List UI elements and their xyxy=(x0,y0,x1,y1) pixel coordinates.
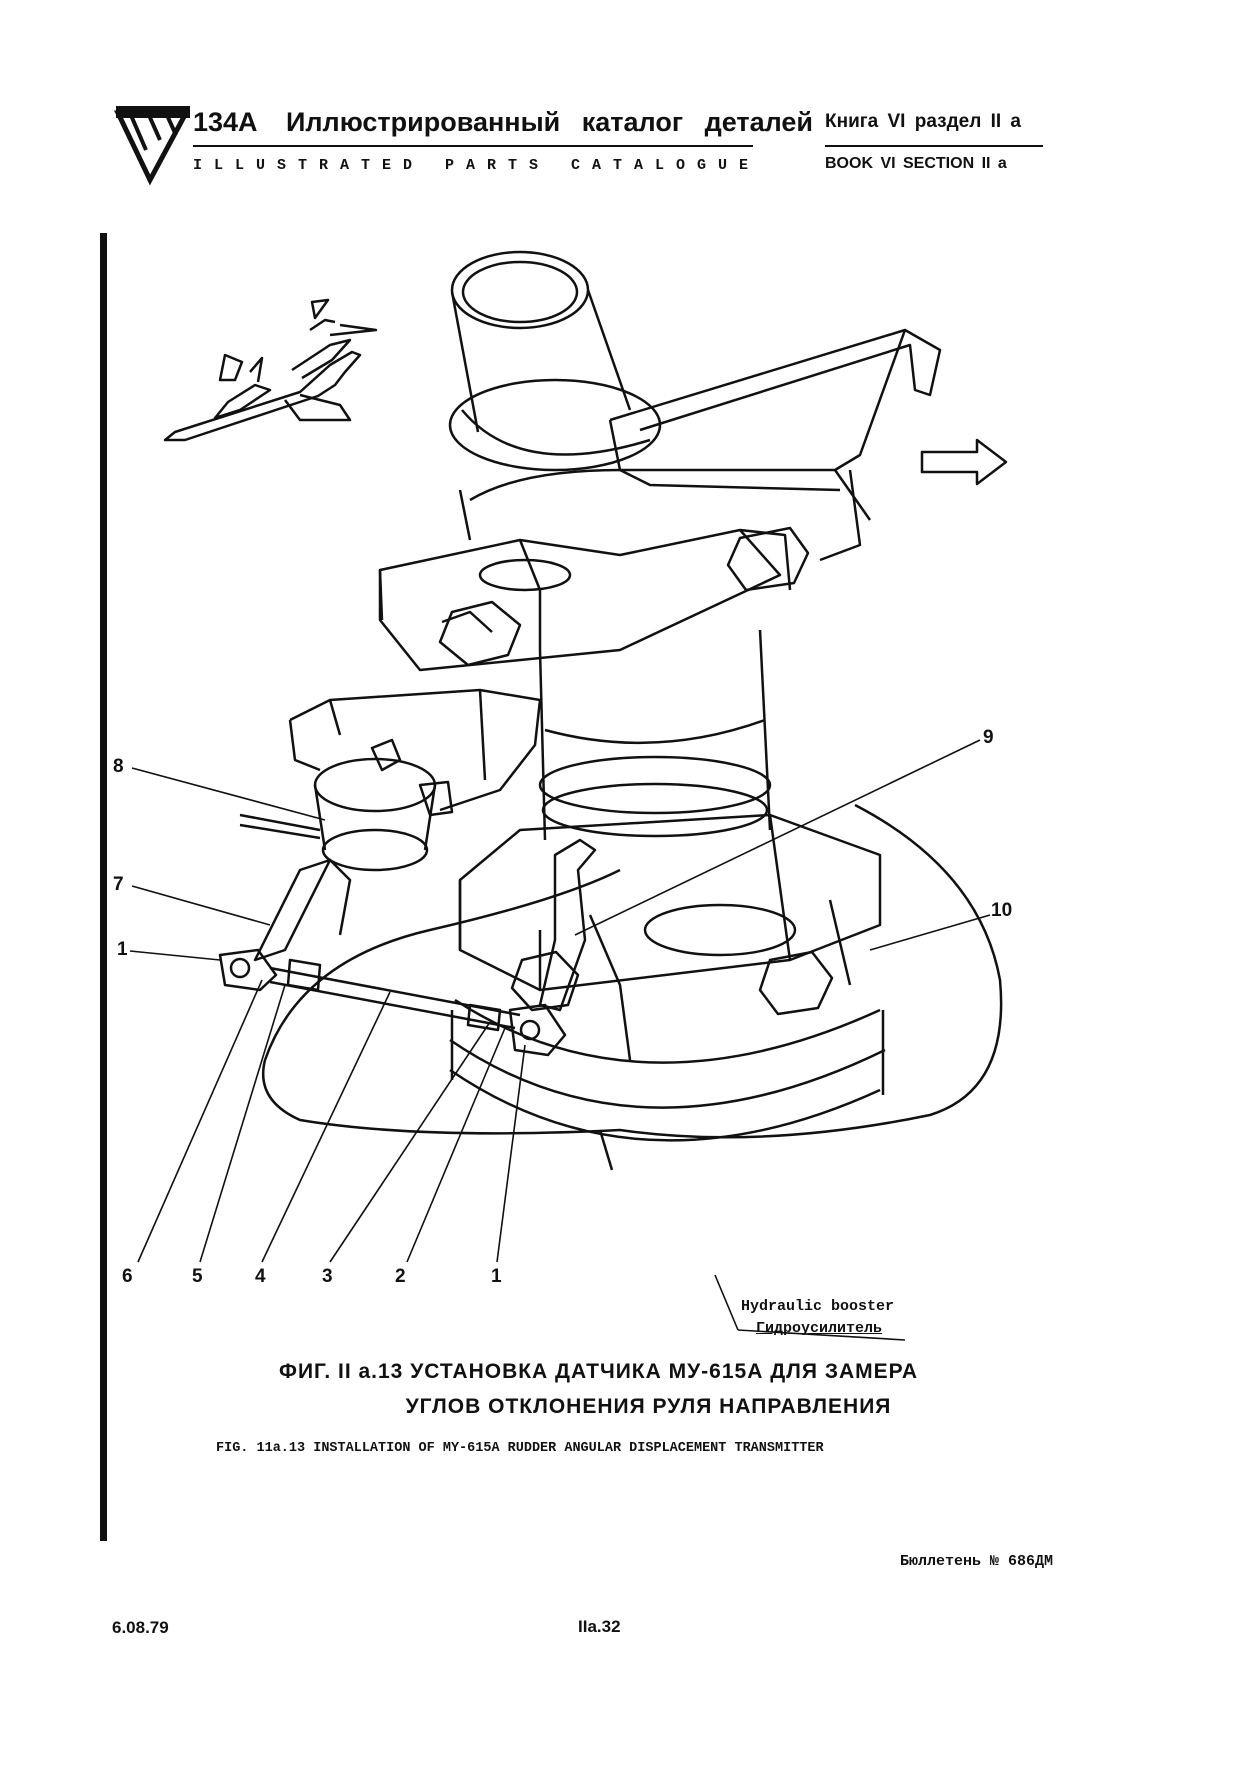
caption-ru-line1: ФИГ. II а.13 УСТАНОВКА ДАТЧИКА МУ-615А Д… xyxy=(279,1360,918,1383)
page-number: IIа.32 xyxy=(578,1617,621,1636)
callout-10: 10 xyxy=(991,900,1013,921)
header-rule-right xyxy=(825,145,1043,147)
caption-en: FIG. 11a.13 INSTALLATION OF MY-615A RUDD… xyxy=(216,1441,824,1456)
forward-arrow-icon xyxy=(920,438,1008,486)
bulletin-number: Бюллетень № 686ДМ xyxy=(900,1553,1054,1570)
callout-8: 8 xyxy=(113,756,124,777)
callout-4: 4 xyxy=(255,1266,266,1287)
book-section-en: BOOK VI SECTION II a xyxy=(825,155,1007,172)
callout-2: 2 xyxy=(395,1266,406,1287)
revision-date: 6.08.79 xyxy=(112,1618,169,1637)
margin-bar xyxy=(100,233,107,1541)
header-rule xyxy=(193,145,753,147)
callout-1-left: 1 xyxy=(117,939,128,960)
callout-9: 9 xyxy=(983,727,994,748)
catalog-title-en: ILLUSTRATED PARTS CATALOGUE xyxy=(193,157,761,174)
book-section-ru: Книга VI раздел II а xyxy=(825,111,1021,132)
aircraft-model: 134A xyxy=(193,107,258,137)
booster-label-ru: Гидроусилитель xyxy=(756,1320,883,1337)
callout-3: 3 xyxy=(322,1266,333,1287)
callout-7: 7 xyxy=(113,874,124,895)
callout-5: 5 xyxy=(192,1266,203,1287)
booster-label-en: Hydraulic booster xyxy=(741,1298,895,1315)
aircraft-icon xyxy=(163,298,378,442)
callout-6: 6 xyxy=(122,1266,133,1287)
caption-ru-line2: УГЛОВ ОТКЛОНЕНИЯ РУЛЯ НАПРАВЛЕНИЯ xyxy=(405,1395,892,1418)
callout-1-bottom: 1 xyxy=(491,1266,502,1287)
catalog-title-ru: Иллюстрированный каталог деталей xyxy=(286,107,814,137)
